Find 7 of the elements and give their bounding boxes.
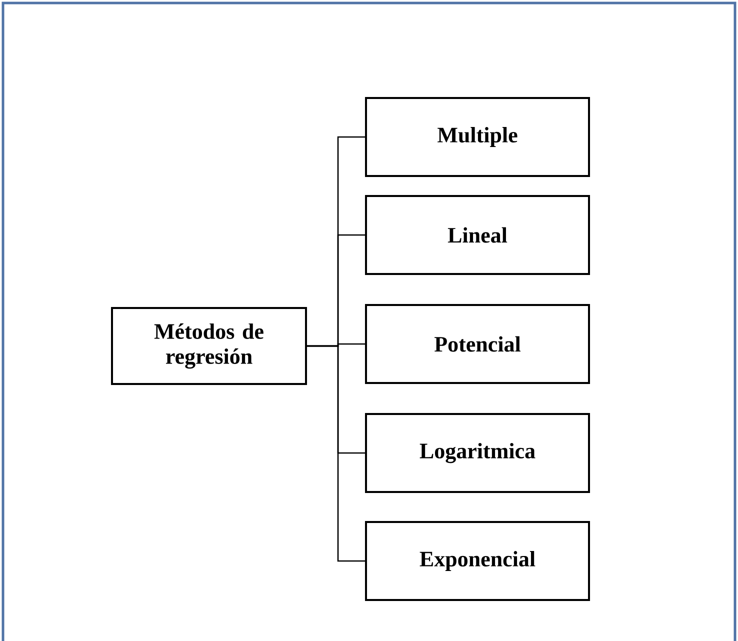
method-box: Exponencial: [365, 521, 590, 601]
connector: [307, 345, 365, 562]
method-box: Multiple: [365, 97, 590, 177]
method-box: Logaritmica: [365, 413, 590, 493]
method-box: Lineal: [365, 195, 590, 275]
method-box: Potencial: [365, 304, 590, 384]
category-box: Métodos de regresión: [111, 307, 307, 385]
